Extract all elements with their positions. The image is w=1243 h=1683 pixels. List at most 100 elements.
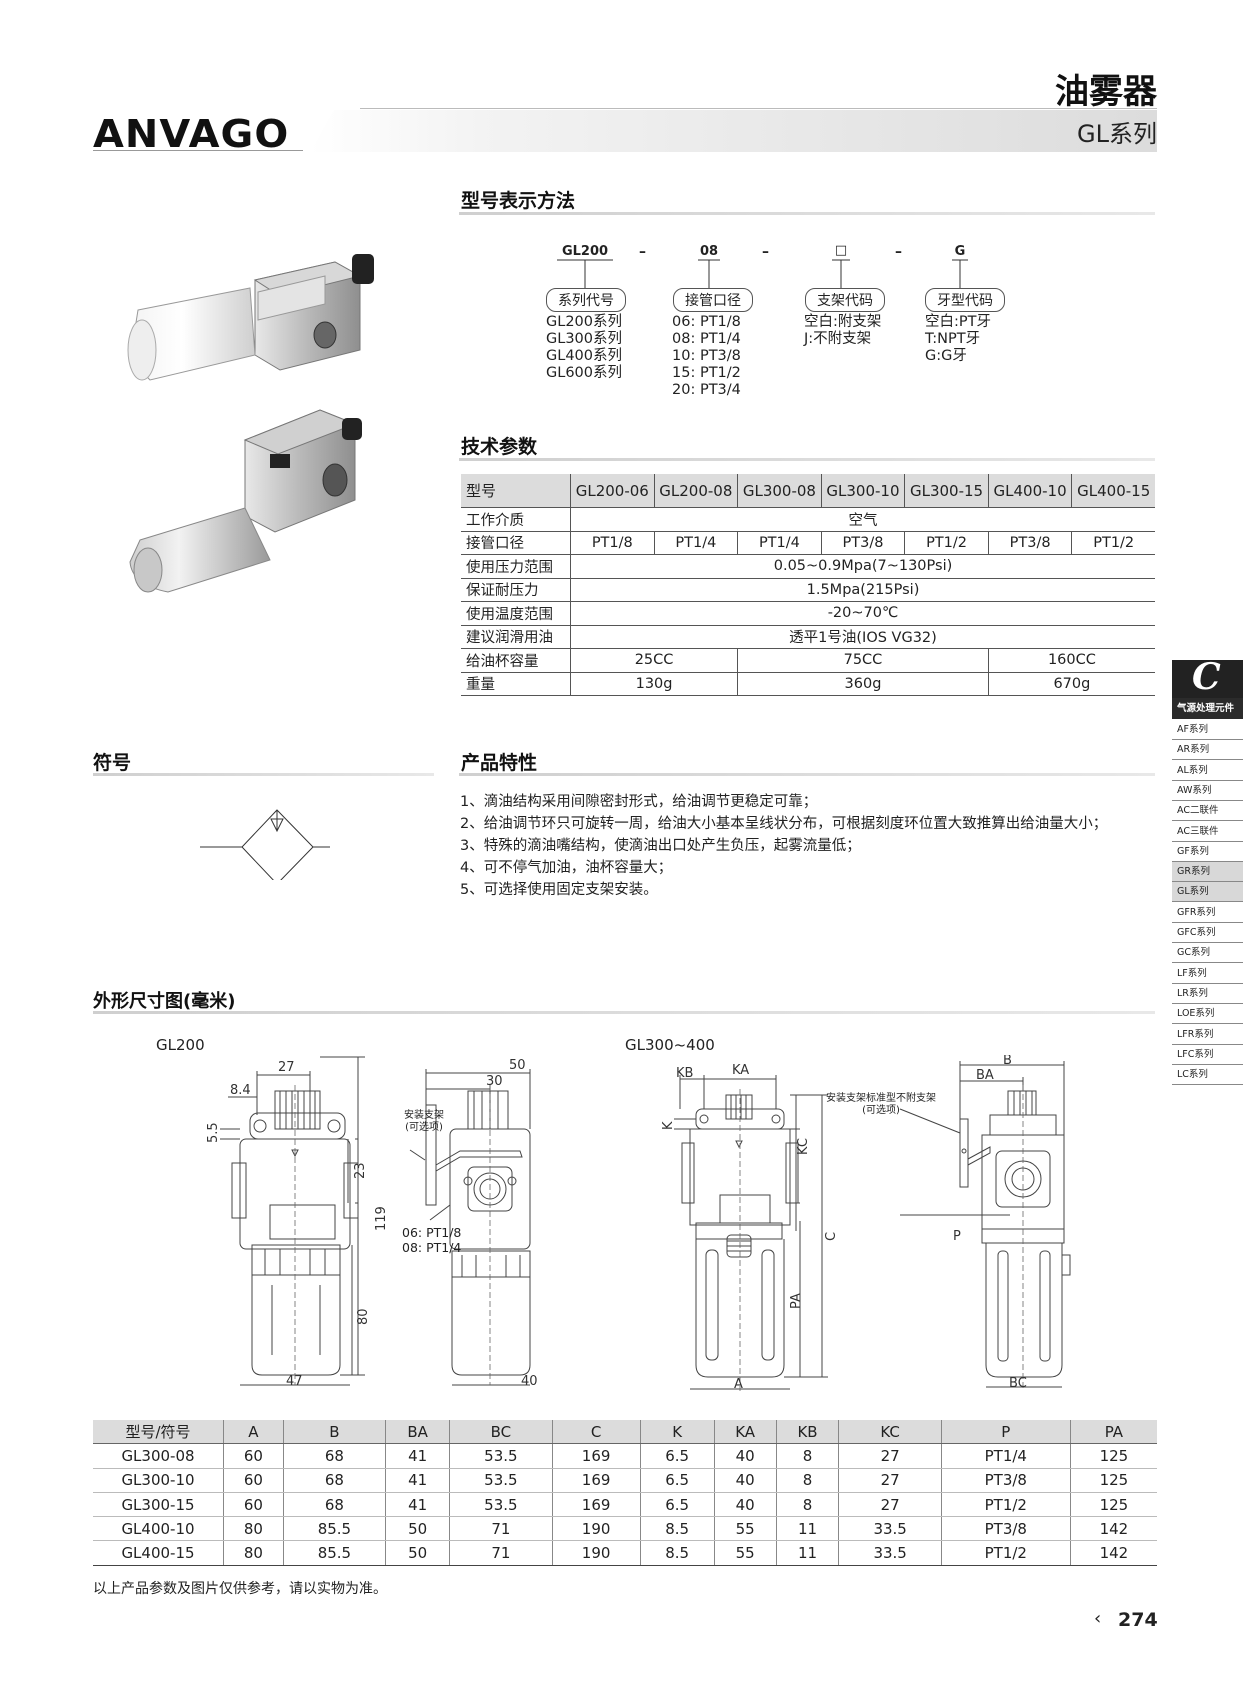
dim-cell: 71: [449, 1516, 553, 1542]
spec-row-medium: 工作介质 空气: [461, 507, 1155, 532]
sidebar-item[interactable]: LFR系列: [1172, 1025, 1243, 1045]
sidebar-item[interactable]: AR系列: [1172, 740, 1243, 761]
group-label-bracket: 支架代码: [805, 288, 885, 312]
sidebar-item[interactable]: GL系列: [1172, 882, 1243, 903]
dim-40: 40: [521, 1374, 538, 1389]
spec-header-label: 型号: [461, 474, 571, 508]
dim-cell: GL400-10: [93, 1516, 224, 1542]
dim-30: 30: [486, 1074, 503, 1089]
dim-cell: 190: [552, 1516, 641, 1542]
dim-5-5: 5.5: [206, 1122, 221, 1143]
dim-cell: 8: [776, 1468, 840, 1493]
sidebar-item[interactable]: AF系列: [1172, 720, 1243, 740]
feature-item: 2、给油调节环只可旋转一周，给油大小基本呈线状分布，可根据刻度环位置大致推算出给…: [460, 816, 1108, 832]
spec-value: 透平1号油(IOS VG32): [570, 625, 1155, 649]
dim-col-header: KC: [838, 1420, 942, 1445]
feature-item: 4、可不停气加油，油杯容量大；: [460, 860, 673, 876]
dim-80: 80: [356, 1308, 371, 1325]
gl200-dimension-drawing: 27 8.4 5.5 23 119 80 47 50 30 40: [206, 1056, 538, 1389]
dim-cell: 80: [223, 1516, 284, 1542]
spec-label: 给油杯容量: [461, 648, 571, 673]
logo-underline: [93, 150, 303, 151]
dim-col-header: C: [552, 1420, 641, 1445]
dim-cell: PT3/8: [941, 1468, 1071, 1493]
symbol-heading: 符号: [93, 752, 132, 774]
dim-119: 119: [374, 1206, 389, 1231]
spec-value: 1.5Mpa(215Psi): [570, 578, 1155, 602]
dim-cell: 8.5: [640, 1540, 715, 1566]
spec-header-row: 型号 GL200-06 GL200-08 GL300-08 GL300-10 G…: [461, 474, 1155, 508]
dim-cell: GL400-15: [93, 1540, 224, 1566]
bracket-note: 安装支架 (可选项): [404, 1110, 444, 1133]
sidebar-item[interactable]: GR系列: [1172, 862, 1243, 883]
dim-KC: KC: [796, 1138, 811, 1155]
product-title: 油雾器: [1055, 72, 1157, 112]
series-title: GL系列: [1077, 120, 1157, 148]
side-chapter-tab[interactable]: C: [1172, 656, 1243, 698]
dim-C: C: [824, 1232, 839, 1241]
spec-label: 重量: [461, 672, 571, 696]
code-port: 08: [699, 244, 719, 259]
sidebar-item[interactable]: AW系列: [1172, 781, 1243, 801]
spec-value: 75CC: [737, 648, 989, 673]
dim-BC: BC: [1009, 1376, 1027, 1391]
sidebar-item[interactable]: AC二联件: [1172, 801, 1243, 822]
dim-P: P: [953, 1229, 961, 1244]
chapter-letter: C: [1192, 656, 1221, 698]
sidebar-item[interactable]: AL系列: [1172, 761, 1243, 781]
page-arrow-icon[interactable]: ‹: [1094, 1608, 1102, 1629]
dim-27: 27: [278, 1060, 295, 1075]
spec-model: GL300-15: [904, 474, 989, 508]
brand-logo: ANVAGO: [93, 112, 290, 156]
spec-model: GL200-06: [570, 474, 655, 508]
dim-cell: 68: [283, 1468, 387, 1493]
spec-row-pressure: 使用压力范围 0.05~0.9Mpa(7~130Psi): [461, 554, 1155, 579]
gl200-label: GL200: [156, 1036, 205, 1054]
sidebar-item[interactable]: GF系列: [1172, 842, 1243, 862]
spec-row-port: 接管口径 PT1/8 PT1/4 PT1/4 PT3/8 PT1/2 PT3/8…: [461, 531, 1155, 555]
dim-cell: 190: [552, 1540, 641, 1566]
sidebar-item[interactable]: AC三联件: [1172, 822, 1243, 842]
dim-cell: 41: [385, 1492, 451, 1518]
dim-cell: 6.5: [640, 1468, 715, 1493]
dim-cell: 40: [714, 1468, 777, 1493]
group-options-port: 06: PT1/8 08: PT1/4 10: PT3/8 15: PT1/2 …: [672, 314, 741, 398]
sidebar-item[interactable]: LR系列: [1172, 984, 1243, 1004]
dim-cell: GL300-08: [93, 1443, 224, 1469]
dim-col-header: P: [941, 1420, 1071, 1445]
dim-col-header: BC: [449, 1420, 553, 1445]
sidebar-item[interactable]: GFR系列: [1172, 903, 1243, 923]
sidebar-item[interactable]: GC系列: [1172, 943, 1243, 964]
dim-cell: 60: [223, 1492, 284, 1518]
gl300-bracket-note: 安装支架标准型不附支架 (可选项): [826, 1093, 936, 1116]
dim-col-header: BA: [385, 1420, 451, 1445]
sidebar-item[interactable]: LFC系列: [1172, 1045, 1243, 1065]
dim-cell: 125: [1070, 1468, 1157, 1493]
code-thread: G: [954, 244, 966, 259]
spec-row-weight: 重量 130g 360g 670g: [461, 672, 1155, 696]
sidebar-item[interactable]: LF系列: [1172, 964, 1243, 984]
features-heading: 产品特性: [461, 752, 538, 774]
sidebar-item[interactable]: GFC系列: [1172, 923, 1243, 943]
dim-cell: GL300-10: [93, 1468, 224, 1493]
spec-label: 使用温度范围: [461, 601, 571, 626]
dim-cell: 142: [1070, 1540, 1157, 1566]
group-options-bracket: 空白:附支架 J:不附支架: [804, 314, 882, 347]
spec-model: GL200-08: [654, 474, 739, 508]
sidebar-item[interactable]: LOE系列: [1172, 1004, 1243, 1025]
group-label-thread: 牙型代码: [925, 288, 1005, 312]
feature-item: 5、可选择使用固定支架安装。: [460, 882, 658, 898]
dim-col-header: KA: [714, 1420, 777, 1445]
spec-value: 670g: [988, 672, 1155, 696]
dim-cell: 8.5: [640, 1516, 715, 1542]
header-band: [310, 110, 1157, 152]
spec-label: 工作介质: [461, 507, 571, 532]
group-options-thread: 空白:PT牙 T:NPT牙 G:G牙: [925, 314, 991, 364]
dim-A: A: [734, 1377, 743, 1392]
spec-value: 25CC: [570, 648, 739, 673]
sidebar-item[interactable]: LC系列: [1172, 1065, 1243, 1086]
features-list: 1、滴油结构采用间隙密封形式，给油调节更稳定可靠； 2、给油调节环只可旋转一周，…: [460, 791, 1160, 901]
dim-cell: 53.5: [449, 1468, 553, 1493]
dim-cell: PT1/2: [941, 1540, 1071, 1566]
table-row: GL300-10 60 68 41 53.5 169 6.5 40 8 27 P…: [93, 1468, 1157, 1493]
